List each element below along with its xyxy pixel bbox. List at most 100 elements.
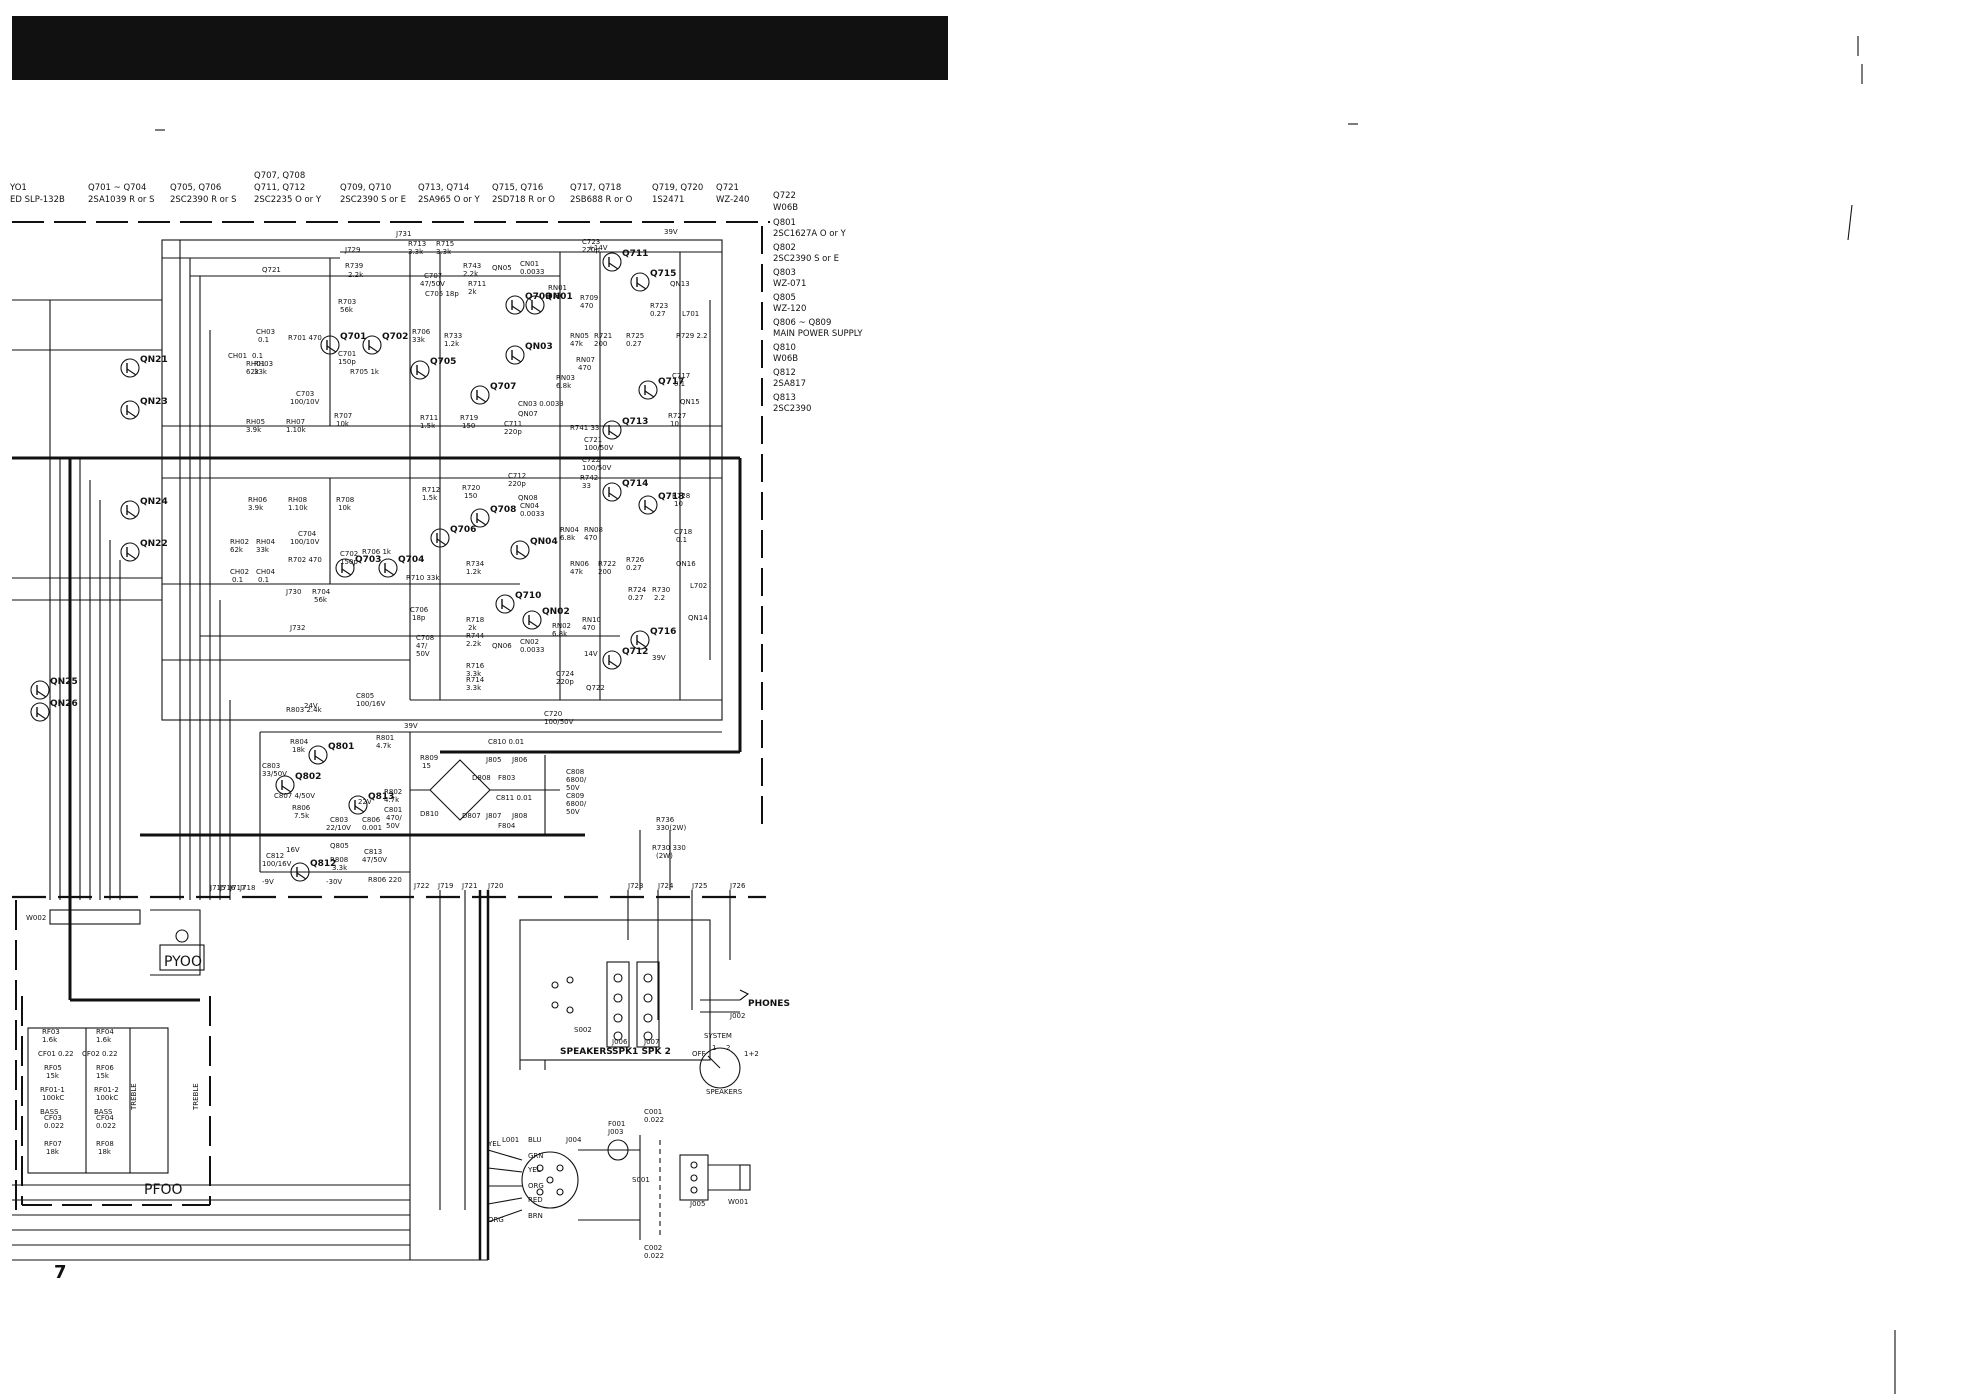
component-label: 50V: [386, 822, 400, 830]
transistor-symbol: QN26: [30, 699, 78, 722]
transistor-label: Q714: [622, 479, 648, 489]
transistor-label: Q702: [382, 332, 408, 342]
component-label: QN08: [518, 494, 538, 502]
component-label: 7.5k: [294, 812, 310, 820]
component-label: R707: [334, 412, 352, 420]
component-label: C712: [508, 472, 526, 480]
component-label: C721: [584, 436, 602, 444]
component-label: 100/16V: [356, 700, 386, 708]
component-label: 33k: [254, 368, 268, 376]
component-label: 47/50V: [420, 280, 445, 288]
component-label: 0.1: [258, 576, 269, 584]
component-label: J726: [729, 882, 746, 890]
component-label: 200: [598, 568, 611, 576]
component-label: 1.2k: [444, 340, 460, 348]
component-label: 0.0033: [520, 510, 545, 518]
system-switch-label: SYSTEM: [704, 1032, 732, 1040]
component-label: RN02: [552, 622, 571, 630]
component-label: J722: [413, 882, 429, 890]
capacitor-ref-label: C002: [644, 1244, 662, 1252]
component-label: C813: [364, 848, 382, 856]
component-label: 62k: [230, 546, 244, 554]
component-label: CH03: [256, 328, 275, 336]
transistor-symbol: Q707: [470, 382, 516, 405]
component-label: RH01: [246, 360, 265, 368]
transistor-symbol: QN24: [120, 497, 168, 520]
component-label: 0.0033: [520, 646, 545, 654]
component-label: 1.5k: [420, 422, 436, 430]
component-label: R718: [466, 616, 484, 624]
component-label: Q721: [262, 266, 281, 274]
py00-block-label: PYOO: [164, 954, 202, 970]
capacitor-ref-label: C001: [644, 1108, 662, 1116]
component-label: 470: [584, 534, 597, 542]
jack-ref-label: J002: [729, 1012, 745, 1020]
transistor-label: QN24: [140, 497, 168, 507]
switch-position-label: OFF: [692, 1050, 706, 1058]
transformer-ref-label: J004: [565, 1136, 582, 1144]
component-label: 56k: [314, 596, 328, 604]
component-label: 6.8k: [548, 292, 564, 300]
component-label: C706: [410, 606, 429, 614]
transistor-symbol: Q708: [470, 505, 516, 528]
component-label: J725: [691, 882, 707, 890]
component-label: 15k: [46, 1072, 60, 1080]
component-label: 0.27: [626, 564, 642, 572]
component-label: 50V: [566, 784, 580, 792]
component-label: RN06: [570, 560, 590, 568]
component-label: 6800/: [566, 776, 587, 784]
transistor-label: QN25: [50, 677, 78, 687]
component-label: 22/10V: [326, 824, 351, 832]
component-label: 3.9k: [246, 426, 262, 434]
component-label: RH05: [246, 418, 265, 426]
component-label: RF07: [44, 1140, 62, 1148]
component-label: C717: [672, 372, 690, 380]
component-label: 150p: [340, 558, 358, 566]
component-label: R719: [460, 414, 478, 422]
component-label: R708: [336, 496, 354, 504]
component-label: J720: [487, 882, 503, 890]
jack-ref-label: J007: [643, 1038, 659, 1046]
component-label: C720: [544, 710, 562, 718]
component-label: R704: [312, 588, 331, 596]
fuse-ref-label: F001: [608, 1120, 625, 1128]
treble-control-label: TREBLE: [192, 1083, 200, 1111]
component-label: R720: [462, 484, 480, 492]
component-label: J721: [461, 882, 477, 890]
component-label: R804: [290, 738, 309, 746]
bass-control-label: BASS: [40, 1108, 59, 1116]
component-label: R701 470: [288, 334, 322, 342]
component-label: BLU: [528, 1136, 541, 1144]
component-label: R727: [668, 412, 686, 420]
transistor-label: Q707: [490, 382, 516, 392]
transistor-symbol: Q703: [335, 555, 381, 578]
component-label: C811 0.01: [496, 794, 532, 802]
component-label: F804: [498, 822, 516, 830]
component-label: R721: [594, 332, 612, 340]
component-label: 56k: [340, 306, 354, 314]
transistor-symbol: Q712: [602, 647, 648, 670]
component-label: J731: [395, 230, 411, 238]
transistor-symbol: Q801: [308, 742, 354, 765]
component-label: R730: [652, 586, 670, 594]
transistor-label: Q717: [658, 377, 684, 387]
transistor-symbol: QN23: [120, 397, 168, 420]
component-label: R742: [580, 474, 598, 482]
switch-position-label: 1+2: [744, 1050, 759, 1058]
component-label: J724: [657, 882, 674, 890]
component-label: J805: [485, 756, 501, 764]
component-label: J718: [239, 884, 255, 892]
component-label: RH04: [256, 538, 276, 546]
component-label: CF01 0.22: [38, 1050, 74, 1058]
component-label: RN03: [556, 374, 575, 382]
component-label: 39V: [664, 228, 678, 236]
component-label: R736: [656, 816, 675, 824]
component-label: 2k: [468, 288, 477, 296]
component-label: R716: [466, 662, 485, 670]
component-label: J730: [285, 588, 301, 596]
component-label: 4.7k: [384, 796, 400, 804]
